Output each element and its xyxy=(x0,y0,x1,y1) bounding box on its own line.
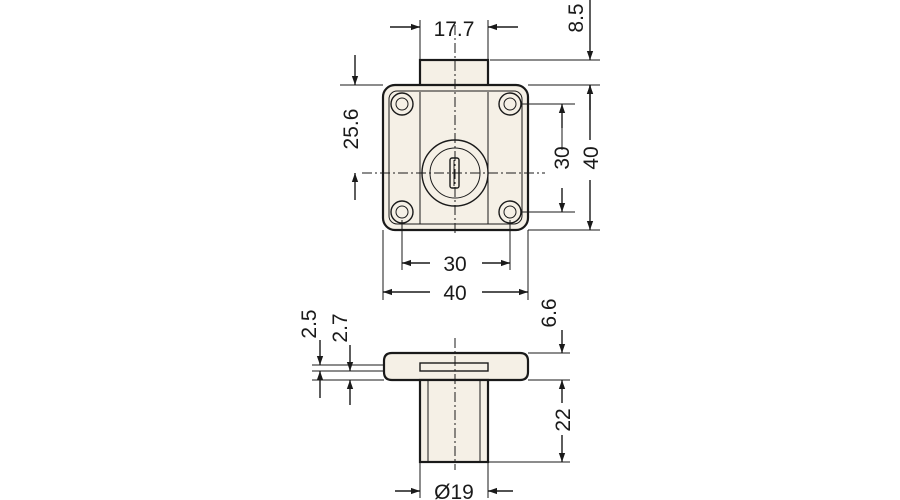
dim-label-plate-thickness-a: 2.5 xyxy=(298,309,321,338)
dim-label-flange-height: 6.6 xyxy=(538,298,561,327)
dimension-flange-height: 6.6 xyxy=(528,298,570,403)
cylinder-body xyxy=(418,378,490,464)
dimension-hole-spacing-horizontal: 30 xyxy=(401,220,511,276)
dimension-cylinder-length: 22 xyxy=(488,380,575,463)
side-view: 2.5 2.7 6.6 22 Ø19 xyxy=(298,298,575,500)
dim-label-cylinder-length: 22 xyxy=(552,408,575,431)
front-view: 17.7 8.5 25.6 30 xyxy=(340,0,603,305)
dimension-hole-spacing-vertical: 30 xyxy=(522,103,575,213)
dimension-left-height: 25.6 xyxy=(340,55,383,200)
bolt-protrusion xyxy=(418,58,490,88)
screw-hole-top-right xyxy=(498,92,522,116)
dim-label-top-offset: 8.5 xyxy=(565,3,588,32)
flange-plate xyxy=(382,351,530,382)
bolt-slot xyxy=(419,362,489,372)
dim-label-left-height: 25.6 xyxy=(340,109,363,150)
dimension-overall-height: 40 xyxy=(528,85,603,231)
dim-label-hole-spacing-horizontal: 30 xyxy=(443,253,466,276)
dim-label-cylinder-diameter: Ø19 xyxy=(434,481,474,500)
dim-label-overall-width: 40 xyxy=(443,282,466,305)
dim-label-overall-height: 40 xyxy=(580,146,603,169)
dimension-plate-thickness: 2.5 2.7 xyxy=(298,309,384,405)
screw-hole-top-left xyxy=(390,92,414,116)
dimension-overall-width: 40 xyxy=(382,230,529,305)
dim-label-hole-spacing-vertical: 30 xyxy=(551,146,574,169)
dimension-cylinder-diameter: Ø19 xyxy=(395,462,513,500)
dim-label-top-width: 17.7 xyxy=(434,18,475,41)
dimension-top-width: 17.7 xyxy=(390,18,518,60)
dim-label-plate-thickness-b: 2.7 xyxy=(329,313,352,342)
